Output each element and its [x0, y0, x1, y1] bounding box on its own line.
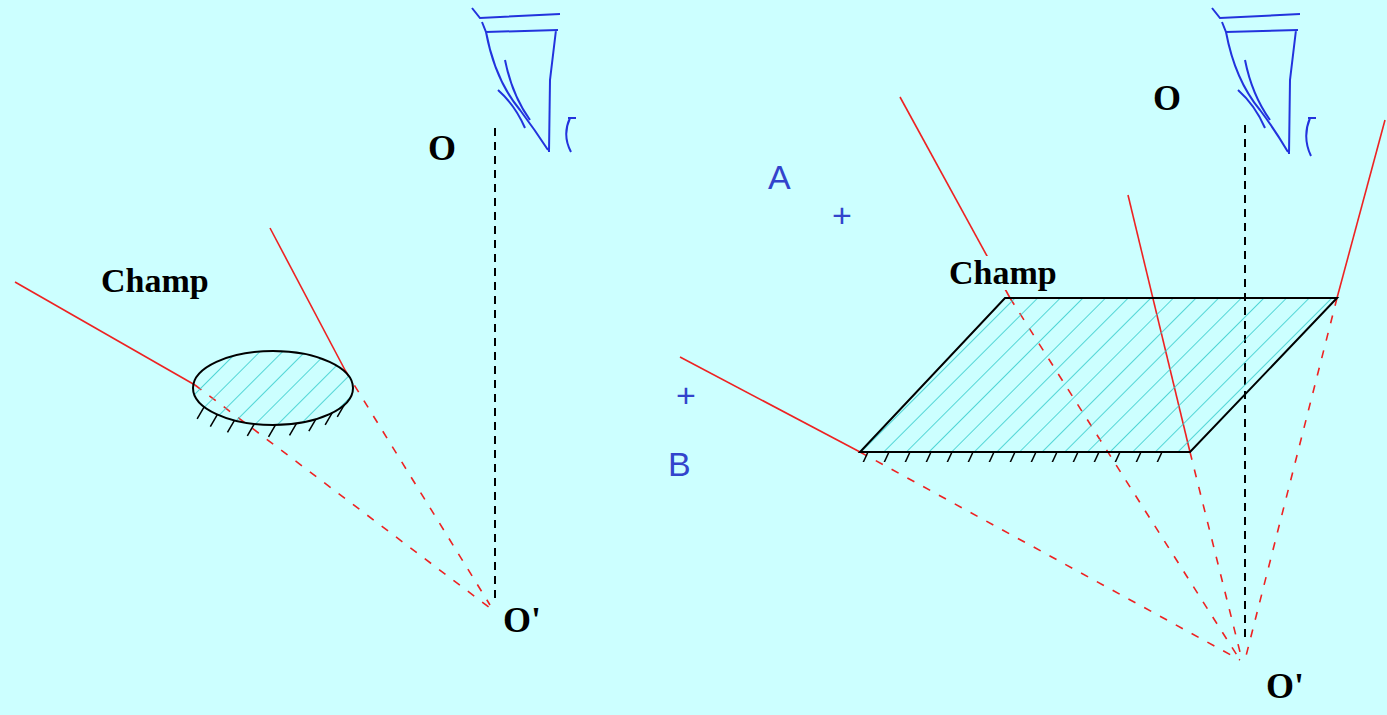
field-outline	[860, 298, 1337, 452]
ray-line	[15, 97, 1385, 452]
field-outline	[193, 351, 353, 425]
field-label: Champ	[100, 264, 210, 298]
point-marker: +	[676, 378, 696, 412]
point-label: O'	[1266, 668, 1304, 704]
field-shape	[850, 250, 1345, 462]
virtual-ray	[195, 298, 1337, 660]
point-label: B	[668, 447, 691, 481]
eye-symbol	[472, 8, 576, 152]
field-plane: Champ	[850, 250, 1345, 462]
point-label: O	[428, 130, 456, 166]
point-marker: +	[832, 198, 852, 232]
field-label: Champ	[948, 256, 1058, 290]
point-label: A	[768, 160, 791, 194]
point-label: O'	[503, 602, 541, 638]
point-label: O	[1153, 80, 1181, 116]
eye-symbol	[1212, 8, 1316, 156]
field-ellipse: Champ	[95, 258, 363, 438]
